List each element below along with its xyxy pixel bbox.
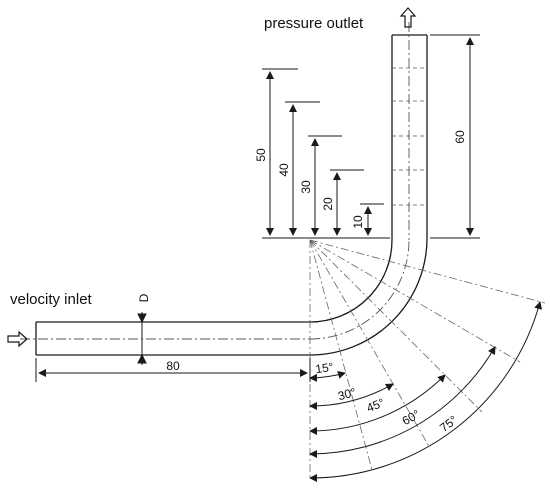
angle-arc-60 — [309, 346, 496, 458]
arrow-right-icon — [7, 330, 28, 348]
dim-label-80: 80 — [166, 359, 180, 373]
dim-label-10: 10 — [351, 215, 365, 229]
pipe — [35, 34, 428, 356]
outlet-length-dimension — [430, 34, 480, 239]
arrow-up-icon — [399, 7, 417, 28]
dim-label-20: 20 — [321, 197, 335, 211]
d-arrow-top — [137, 313, 147, 324]
radial-line-45 — [309, 239, 483, 413]
dim-label-50: 50 — [254, 148, 268, 162]
dim-label-30: 30 — [299, 180, 313, 194]
dim-label-40: 40 — [277, 163, 291, 177]
height-dimension-labels: 50 40 30 20 10 — [254, 148, 365, 229]
angle-label-60: 60° — [400, 407, 423, 428]
angle-label-75: 75° — [437, 413, 460, 435]
d-arrow-bottom — [137, 353, 147, 364]
angle-labels: 15° 30° 45° 60° 75° — [314, 360, 460, 435]
diameter-label: D — [137, 293, 151, 302]
angle-label-30: 30° — [336, 385, 357, 403]
angle-label-15: 15° — [314, 360, 334, 376]
velocity-inlet-label: velocity inlet — [10, 291, 93, 308]
angle-label-45: 45° — [364, 395, 386, 415]
angle-arc-75 — [309, 301, 543, 483]
radial-line-60 — [309, 239, 521, 363]
radial-angle-lines — [309, 239, 546, 478]
angle-arc-dimensions — [309, 301, 543, 483]
outlet-section-lines — [392, 67, 427, 206]
height-dimensions — [262, 68, 390, 239]
diameter-dimension — [137, 312, 147, 365]
pressure-outlet-label: pressure outlet — [264, 15, 364, 32]
dim-label-60: 60 — [453, 130, 467, 144]
radial-line-75 — [309, 239, 546, 304]
